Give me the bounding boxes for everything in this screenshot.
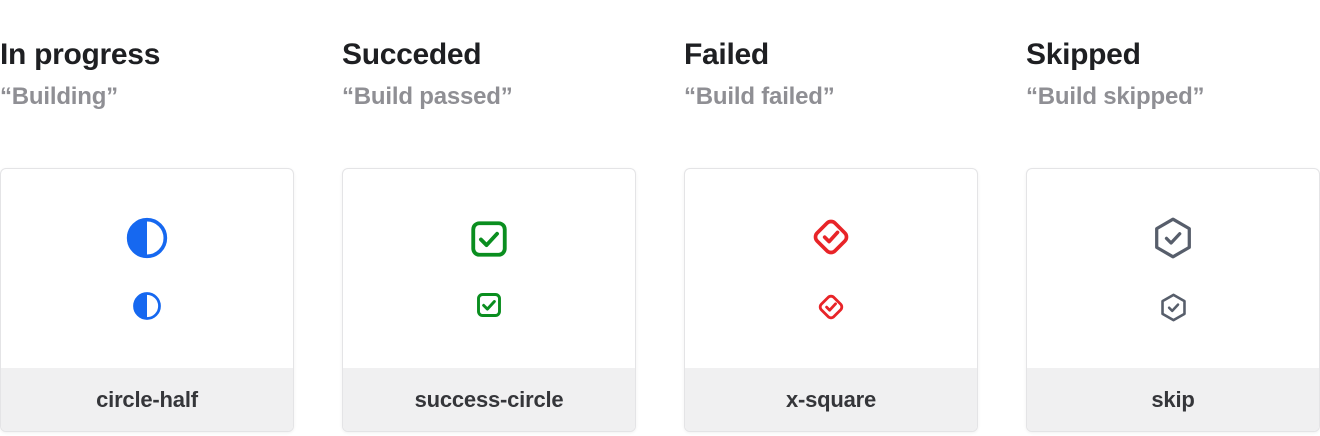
icon-name-label: skip: [1151, 386, 1195, 412]
status-column-in-progress: In progress “Building” circle-: [0, 38, 294, 436]
status-column-succeeded: Succeded “Build passed” succes: [342, 38, 636, 436]
icon-name-footer: success-circle: [343, 368, 635, 431]
icon-name-label: success-circle: [414, 386, 564, 412]
icon-card: x-square: [684, 168, 978, 432]
status-title: In progress: [0, 38, 161, 71]
status-message: “Build failed”: [684, 83, 835, 110]
check-square-icon-small: [475, 291, 503, 319]
check-hexagon-icon-large: [1150, 215, 1196, 261]
status-title: Skipped: [1026, 38, 1141, 71]
icon-name-label: x-square: [785, 386, 877, 412]
circle-half-icon-large: [125, 216, 169, 260]
icon-name-label: circle-half: [96, 386, 198, 412]
check-diamond-icon-small: [815, 291, 847, 323]
check-square-icon-large: [468, 218, 510, 260]
status-column-failed: Failed “Build failed” x-square: [684, 38, 978, 436]
status-message: “Building”: [0, 83, 118, 110]
icon-name-footer: circle-half: [1, 368, 293, 431]
icon-preview-area: [685, 169, 977, 368]
icon-preview-area: [1, 169, 293, 368]
check-hexagon-icon-small: [1158, 292, 1189, 323]
icon-preview-area: [343, 169, 635, 368]
circle-half-icon-small: [132, 291, 162, 321]
status-message: “Build skipped”: [1026, 83, 1205, 110]
status-message: “Build passed”: [342, 83, 513, 110]
status-column-skipped: Skipped “Build skipped” skip: [1026, 38, 1320, 436]
icon-preview-area: [1027, 169, 1319, 368]
icon-card: skip: [1026, 168, 1320, 432]
check-diamond-icon-large: [808, 214, 854, 260]
icon-card: success-circle: [342, 168, 636, 432]
status-title: Succeded: [342, 38, 482, 71]
icon-name-footer: skip: [1027, 368, 1319, 431]
status-title: Failed: [684, 38, 769, 71]
icon-card: circle-half: [0, 168, 294, 432]
icon-name-footer: x-square: [685, 368, 977, 431]
